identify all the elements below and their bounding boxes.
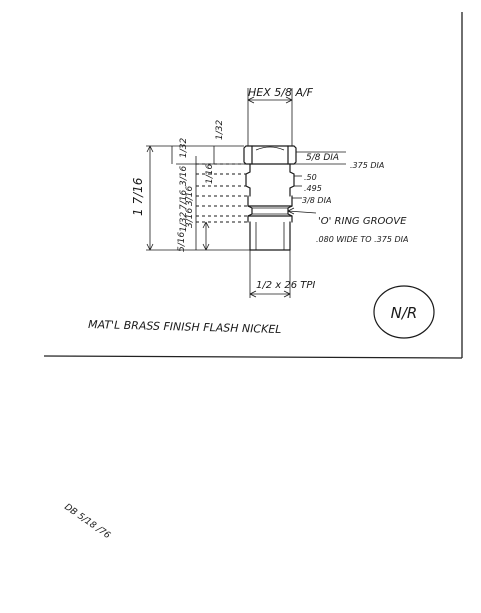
callout-groove-spec: .080 WIDE TO .375 DIA (316, 235, 408, 244)
left-dimensions (146, 145, 250, 251)
dim-3-16-b: 3/16 (185, 186, 195, 206)
frame-bottom-line (43, 355, 463, 359)
dim-1-32-b: 1/32 (215, 120, 225, 140)
nr-stamp: N/R (373, 285, 435, 339)
callout-5-8-dia: 5/8 DIA (306, 153, 339, 163)
dim-1-32-c: 1/32 (179, 212, 189, 232)
callout-50: .50 (304, 173, 317, 182)
overall-length-dim: 1 7/16 (131, 177, 145, 216)
callout-375-dia: .375 DIA (350, 161, 384, 170)
dim-7-16: 7/16 (179, 190, 189, 210)
callout-3-8-dia: 3/8 DIA (302, 196, 331, 205)
margin-note: DB 5/18 /76 (62, 502, 112, 541)
callout-495: .495 (304, 184, 322, 193)
hex-dimension (247, 96, 293, 104)
dim-1-32-a: 1/32 (179, 138, 189, 158)
part-outline (243, 88, 297, 298)
thread-spec: 1/2 x 26 TPI (256, 280, 315, 291)
hex-label: HEX 5/8 A/F (248, 86, 314, 99)
svg-text:N/R: N/R (391, 304, 418, 322)
dim-3-16-a: 3/16 (179, 166, 189, 186)
dim-3-16-c: 3/16 (185, 208, 195, 228)
dim-5-16: 5/16 (177, 232, 187, 252)
dim-1-16: 1/16 (205, 164, 215, 184)
right-leaders (287, 151, 346, 215)
callout-oring-groove: 'O' RING GROOVE (318, 216, 407, 227)
material-note: MAT'L BRASS FINISH FLASH NICKEL (88, 318, 282, 336)
